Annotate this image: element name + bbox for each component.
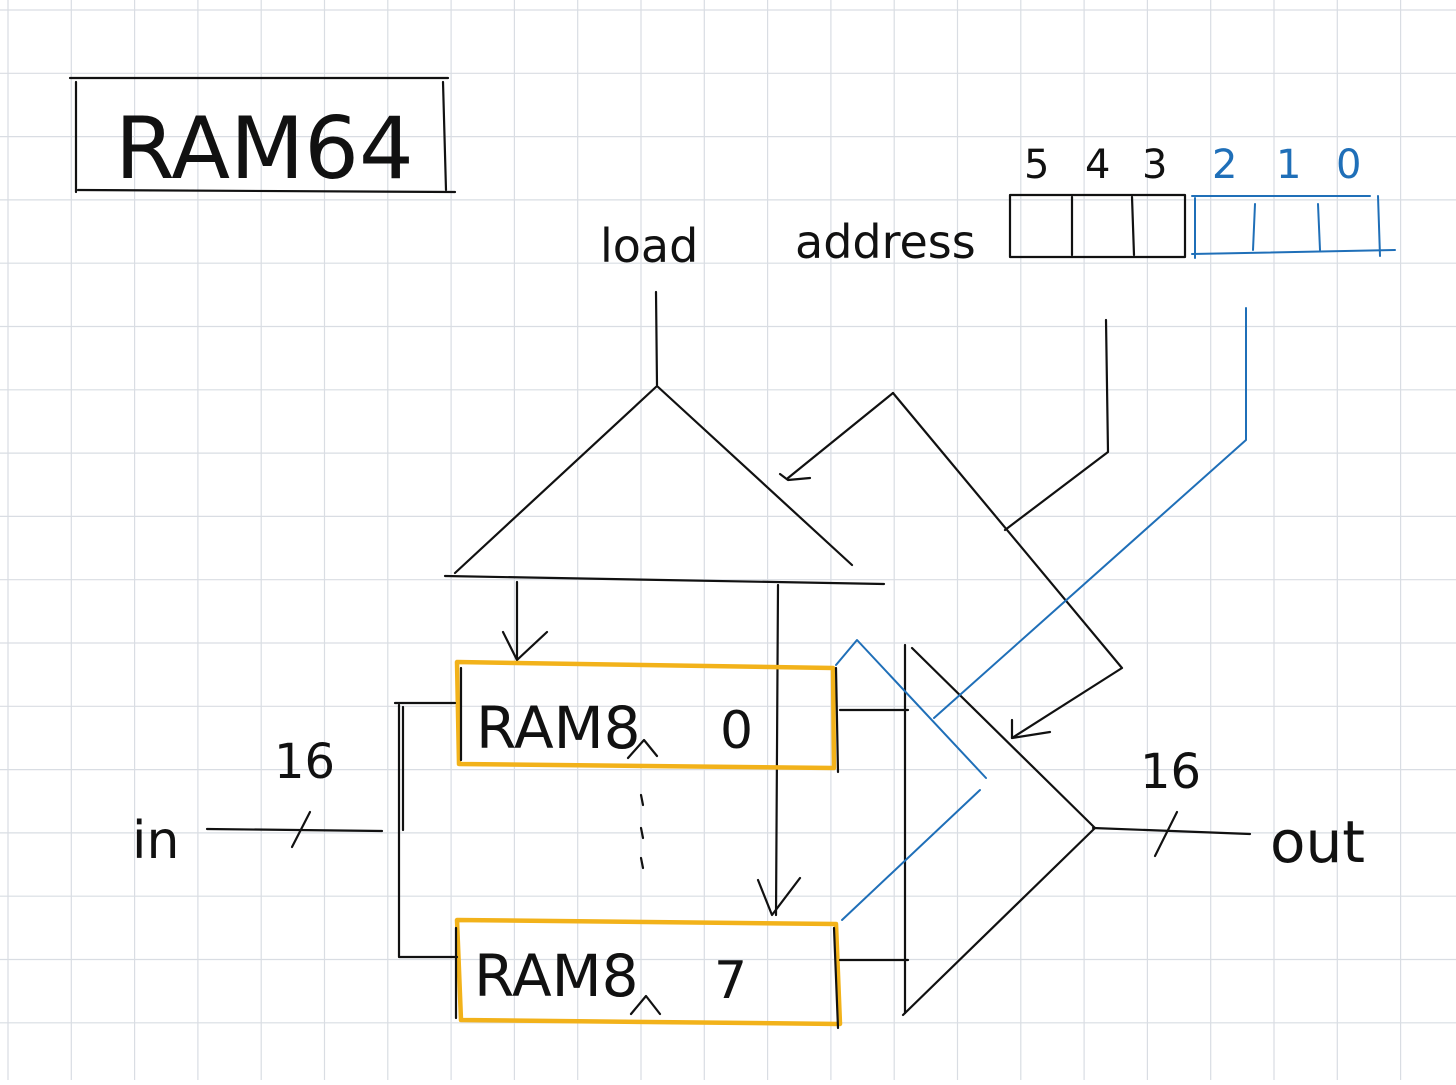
load-wire-ram-7 (774, 583, 780, 917)
ram8-0-highlight (454, 659, 837, 771)
dmux-select-arrowhead (778, 472, 812, 482)
address-divider (1130, 195, 1136, 257)
address-bit-label: 5 (1024, 142, 1049, 188)
ram8-7-highlight (454, 917, 843, 1027)
dmux-outline (453, 384, 854, 575)
title-text: RAM64 (115, 99, 414, 199)
input-width-label: 16 (274, 734, 335, 790)
load-label: load (600, 219, 698, 273)
title-box: RAM64 (68, 76, 457, 199)
input-fanout-wires (393, 701, 459, 959)
high-address-wire (1003, 318, 1110, 532)
address-bit-label: 3 (1142, 142, 1167, 188)
address-register-high-bits: 5 4 3 (1008, 142, 1187, 259)
bus-width-slash-icon (290, 810, 312, 849)
title-box-bottom-edge (76, 188, 457, 194)
load-wire (654, 290, 659, 387)
low-address-select-ram-7 (841, 789, 981, 921)
input-label: in (132, 811, 179, 871)
ram8-0-index: 0 (720, 701, 753, 761)
mux-select-arrowhead (1010, 718, 1052, 740)
ram8-block-0: RAM8 0 (454, 659, 840, 774)
title-box-right-edge (441, 80, 448, 192)
low-address-select-ram-0 (835, 639, 987, 779)
address-divider (1252, 203, 1256, 251)
ram8-0-label: RAM8 (476, 694, 641, 762)
address-label: address (795, 215, 976, 269)
bus-width-slash-icon (1153, 810, 1179, 858)
clock-symbol-icon (626, 738, 659, 760)
ellipsis-dots (639, 793, 645, 870)
output-label: out (1270, 808, 1365, 876)
low-address-wire-to-mux (933, 307, 1247, 719)
ram8-block-7: RAM8 7 (454, 917, 843, 1030)
address-register-low-bits: 2 1 0 (1191, 142, 1396, 259)
dmux-base (443, 574, 886, 586)
ram8-0-outline (459, 666, 840, 774)
ram8-7-outline (454, 926, 840, 1030)
address-bit-label: 4 (1085, 142, 1110, 188)
address-bit-label: 2 (1212, 142, 1237, 188)
output-width-label: 16 (1140, 744, 1201, 800)
high-address-to-mux-wire (891, 391, 1124, 740)
dmux-triangle (443, 384, 886, 586)
address-low-bottom-edge (1191, 249, 1396, 255)
ellipsis-dot (639, 793, 645, 807)
address-high-box (1008, 193, 1187, 259)
address-divider (1317, 203, 1321, 251)
load-arrowhead-ram-7 (756, 876, 802, 917)
input-bus-wire (205, 827, 384, 833)
clock-symbol-icon (629, 994, 662, 1016)
output-bus-wire (1091, 826, 1252, 836)
address-bit-label: 0 (1336, 142, 1361, 188)
ellipsis-dot (639, 826, 645, 840)
ram8-7-label: RAM8 (474, 942, 639, 1010)
ellipsis-dot (639, 856, 645, 870)
address-bit-label: 1 (1276, 142, 1301, 188)
high-address-to-dmux-wire (786, 391, 895, 480)
ram8-7-index: 7 (714, 951, 747, 1011)
address-low-right-edge (1377, 195, 1381, 257)
load-arrowhead-ram-0 (501, 630, 549, 662)
